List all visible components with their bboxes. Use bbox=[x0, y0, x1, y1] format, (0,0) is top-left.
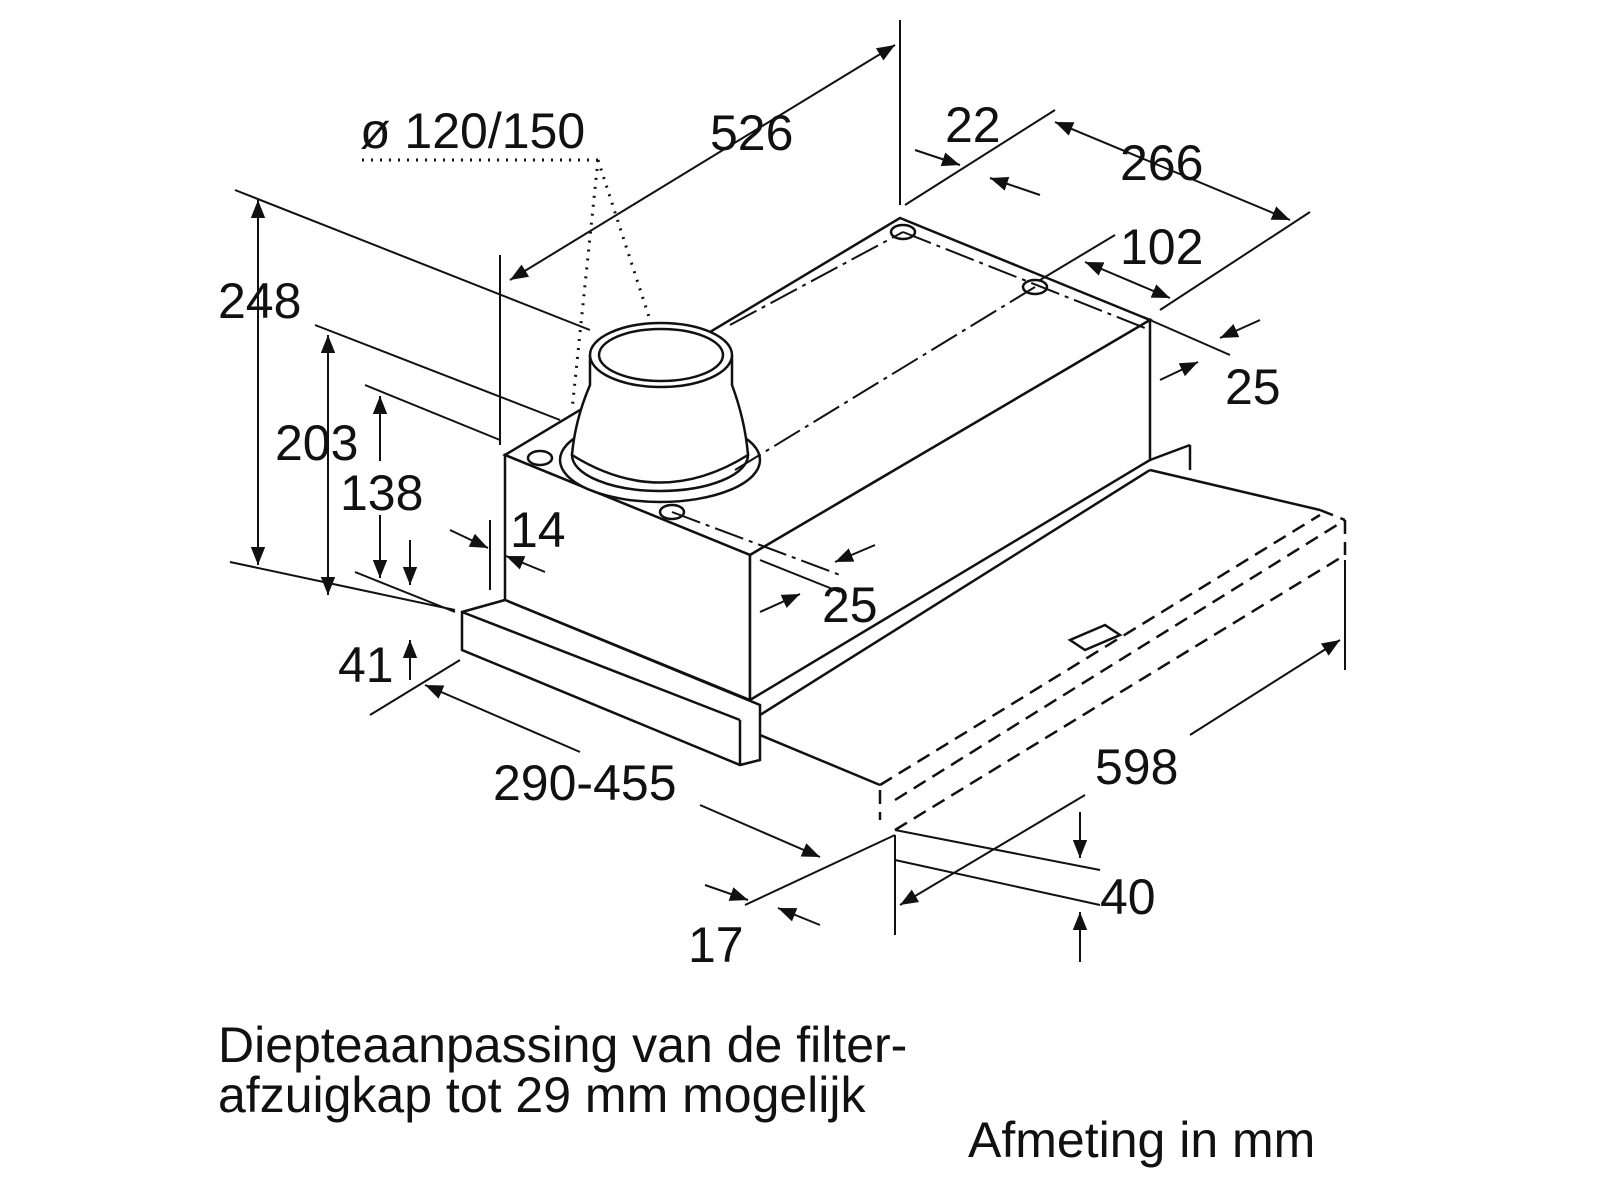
dim-102-label: 102 bbox=[1120, 219, 1204, 275]
dim-17-label: 17 bbox=[688, 917, 744, 973]
height-203-label: 203 bbox=[275, 415, 359, 471]
caption-line-1: Diepteaanpassing van de filter- bbox=[218, 1017, 908, 1073]
width-598-label: 598 bbox=[1095, 739, 1179, 795]
depth-range-label: 290-455 bbox=[493, 755, 677, 811]
height-138-label: 138 bbox=[340, 465, 424, 521]
dim-40-label: 40 bbox=[1100, 869, 1156, 925]
dim-25-front-label: 25 bbox=[822, 577, 878, 633]
dim-25-right-label: 25 bbox=[1225, 359, 1281, 415]
height-248-label: 248 bbox=[218, 273, 302, 329]
dim-14-label: 14 bbox=[510, 502, 566, 558]
hood-outline bbox=[362, 158, 1347, 832]
dim-41-label: 41 bbox=[338, 637, 394, 693]
duct-diameter-label: ø 120/150 bbox=[360, 103, 586, 159]
depth-526-label: 526 bbox=[710, 105, 794, 161]
unit-note: Afmeting in mm bbox=[968, 1112, 1316, 1168]
dim-22-label: 22 bbox=[945, 97, 1001, 153]
caption-line-2: afzuigkap tot 29 mm mogelijk bbox=[218, 1067, 866, 1123]
dim-266-label: 266 bbox=[1120, 135, 1204, 191]
dimension-lines bbox=[229, 20, 1346, 962]
